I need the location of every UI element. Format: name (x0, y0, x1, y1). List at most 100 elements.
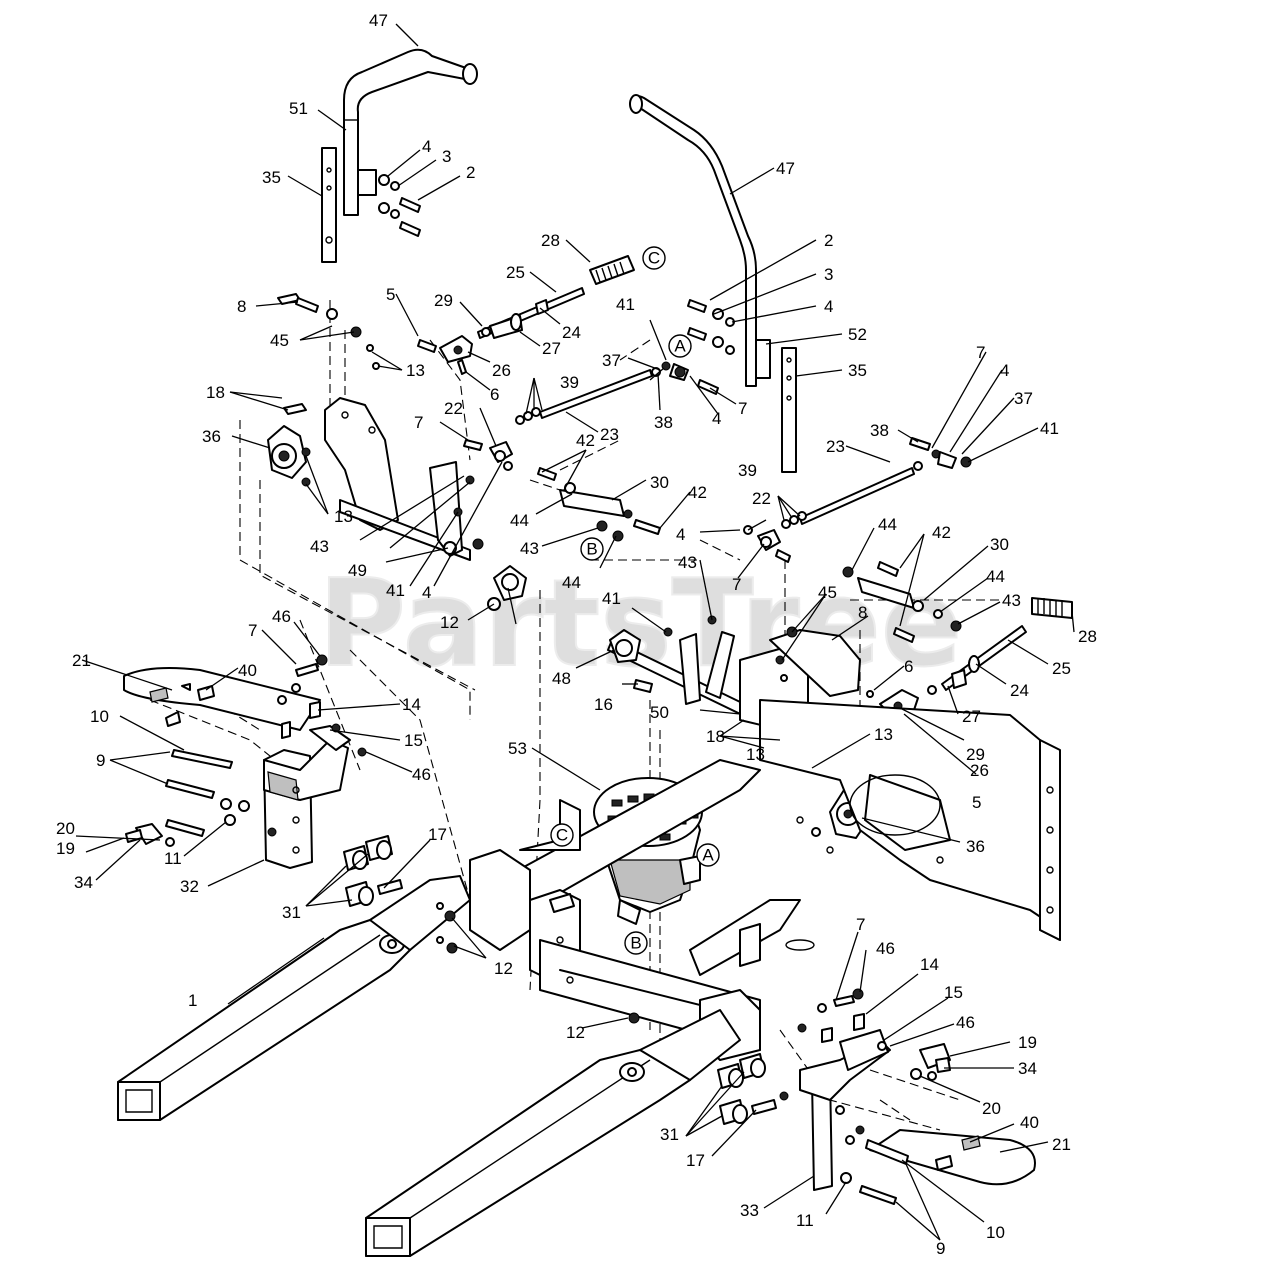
label-41-top: 41 (616, 295, 635, 314)
label-22-right: 22 (752, 489, 771, 508)
label-13-top: 13 (406, 361, 425, 380)
label-31-left: 31 (282, 903, 301, 922)
callout-b-frame: B (624, 931, 648, 955)
label-21-left: 21 (72, 651, 91, 670)
label-24-right: 24 (1010, 681, 1029, 700)
label-39-right: 39 (738, 461, 757, 480)
label-47-right: 47 (776, 159, 795, 178)
label-38-top: 38 (654, 413, 673, 432)
label-30-top: 30 (650, 473, 669, 492)
callout-c-top: C (642, 246, 666, 270)
left-spring-28 (589, 255, 635, 285)
label-7-right: 7 (976, 343, 985, 362)
callout-b-top-letter: B (586, 540, 597, 559)
callout-c-frame: C (550, 823, 574, 847)
label-13-right-b: 13 (874, 725, 893, 744)
label-23-right: 23 (826, 437, 845, 456)
label-13-right-a: 13 (746, 745, 765, 764)
label-7-top-tie: 7 (738, 399, 747, 418)
label-44-top: 44 (510, 511, 529, 530)
label-45-top: 45 (270, 331, 289, 350)
label-43-right: 43 (678, 553, 697, 572)
label-36-right: 36 (966, 837, 985, 856)
label-42-top-b: 42 (688, 483, 707, 502)
left-bushings-31-17 (343, 835, 403, 907)
label-9-left: 9 (96, 751, 105, 770)
watermark: PartsTree (318, 555, 962, 694)
label-4-left-pivot: 4 (422, 583, 431, 602)
label-44-top-b: 44 (562, 573, 581, 592)
label-20-lower: 20 (982, 1099, 1001, 1118)
label-7-lower: 7 (856, 915, 865, 934)
label-14-left: 14 (402, 695, 421, 714)
label-28-top: 28 (541, 231, 560, 250)
label-8-top: 8 (237, 297, 246, 316)
right-control-arm-bracket-35 (755, 339, 797, 473)
right-frame-rail (365, 1009, 741, 1257)
left-rod-end-22 (463, 439, 513, 471)
label-37-top: 37 (602, 351, 621, 370)
label-11-left: 11 (164, 849, 182, 868)
label-7-left-bracket: 7 (248, 621, 257, 640)
callout-b-frame-letter: B (630, 934, 641, 953)
label-15-lower: 15 (944, 983, 963, 1002)
label-41-left: 41 (386, 581, 405, 600)
callout-a-top-letter: A (674, 337, 686, 356)
pivot-hub-48-12 (472, 538, 527, 611)
callout-b-top: B (580, 537, 604, 561)
callout-a-top: A (668, 334, 692, 358)
lower-nut-12 (628, 1012, 640, 1024)
label-20-left: 20 (56, 819, 75, 838)
label-39-top: 39 (560, 373, 579, 392)
label-17-left: 17 (428, 825, 447, 844)
callout-c-frame-letter: C (556, 826, 568, 845)
label-21-lower: 21 (1052, 1135, 1071, 1154)
label-6-right: 6 (904, 657, 913, 676)
label-9-lower: 9 (936, 1239, 945, 1258)
label-28-right: 28 (1078, 627, 1097, 646)
label-51: 51 (289, 99, 308, 118)
label-19-lower: 19 (1018, 1033, 1037, 1052)
label-19-left: 19 (56, 839, 75, 858)
left-shock-30 (537, 467, 661, 542)
callout-a-frame-letter: A (702, 846, 714, 865)
label-26-top: 26 (492, 361, 511, 380)
callout-a-frame: A (696, 843, 720, 867)
main-frame (469, 699, 1061, 1061)
label-27-top: 27 (542, 339, 561, 358)
label-42-right: 42 (932, 523, 951, 542)
label-49: 49 (348, 561, 367, 580)
label-4-right: 4 (1000, 361, 1009, 380)
left-mount-bracket-32 (263, 725, 351, 869)
label-25-right: 25 (1052, 659, 1071, 678)
left-rod-end-26 (417, 335, 473, 375)
label-12-left: 12 (494, 959, 513, 978)
right-handle-fasteners (687, 299, 735, 355)
label-46-lower-top: 46 (876, 939, 895, 958)
label-40-lower: 40 (1020, 1113, 1039, 1132)
right-spring-28 (1031, 597, 1073, 619)
label-36-top: 36 (202, 427, 221, 446)
label-53: 53 (508, 739, 527, 758)
label-43-left: 43 (310, 537, 329, 556)
label-4-left-handle: 4 (422, 137, 431, 156)
label-2-left-handle: 2 (466, 163, 475, 182)
label-15-left: 15 (404, 731, 423, 750)
left-pivot-plate-assembly (324, 397, 475, 561)
label-37-right: 37 (1014, 389, 1033, 408)
label-12-top: 12 (440, 613, 459, 632)
label-46-left: 46 (412, 765, 431, 784)
label-12-lower: 12 (566, 1023, 585, 1042)
label-30-right: 30 (990, 535, 1009, 554)
left-flange-bearing-36 (267, 425, 311, 487)
label-29-top: 29 (434, 291, 453, 310)
label-2-right-handle: 2 (824, 231, 833, 250)
label-10-left: 10 (90, 707, 109, 726)
left-tie-rod-23 (515, 361, 719, 425)
center-hub-48-16 (609, 615, 717, 693)
label-17-lower: 17 (686, 1151, 705, 1170)
label-34-lower: 34 (1018, 1059, 1037, 1078)
label-24-top: 24 (562, 323, 581, 342)
label-48-left: 48 (552, 669, 571, 688)
